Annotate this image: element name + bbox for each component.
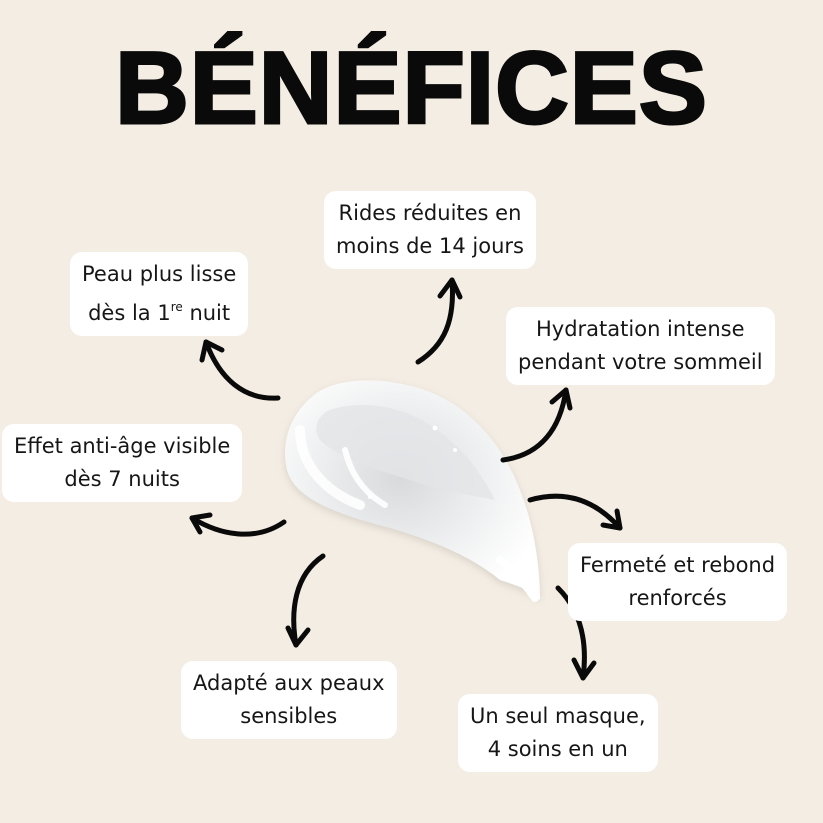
benefit-firmness-label: Fermeté et rebond renforcés	[568, 543, 788, 621]
page-title: BÉNÉFICES	[114, 30, 709, 147]
benefit-line: Fermeté et rebond	[580, 553, 776, 577]
benefit-antiage-label: Effet anti-âge visible dès 7 nuits	[2, 424, 243, 502]
benefit-line: renforcés	[628, 586, 727, 610]
benefit-line: 4 soins en un	[487, 737, 628, 761]
benefit-wrinkles-label: Rides réduites en moins de 14 jours	[324, 191, 536, 269]
benefit-line: dès 7 nuits	[64, 467, 180, 491]
benefit-line: pendant votre sommeil	[518, 350, 763, 374]
benefit-line: Peau plus lisse	[82, 262, 237, 286]
benefit-line: moins de 14 jours	[336, 234, 524, 258]
benefit-line: Adapté aux peaux	[193, 671, 385, 695]
benefit-line: Un seul masque,	[470, 704, 646, 728]
benefit-smooth-label: Peau plus lisse dès la 1re nuit	[70, 252, 249, 336]
benefit-hydration-label: Hydratation intense pendant votre sommei…	[506, 307, 775, 385]
benefit-line: sensibles	[240, 704, 338, 728]
benefit-text: dès la 1	[88, 301, 171, 325]
benefit-sensitive-label: Adapté aux peaux sensibles	[181, 661, 397, 739]
benefit-line: Effet anti-âge visible	[14, 434, 231, 458]
benefit-allinone-label: Un seul masque, 4 soins en un	[458, 694, 658, 772]
benefit-line: dès la 1re nuit	[82, 291, 236, 330]
superscript: re	[170, 300, 183, 314]
benefit-line: Hydratation intense	[536, 317, 745, 341]
benefit-text: nuit	[182, 301, 231, 325]
benefit-line: Rides réduites en	[338, 201, 522, 225]
